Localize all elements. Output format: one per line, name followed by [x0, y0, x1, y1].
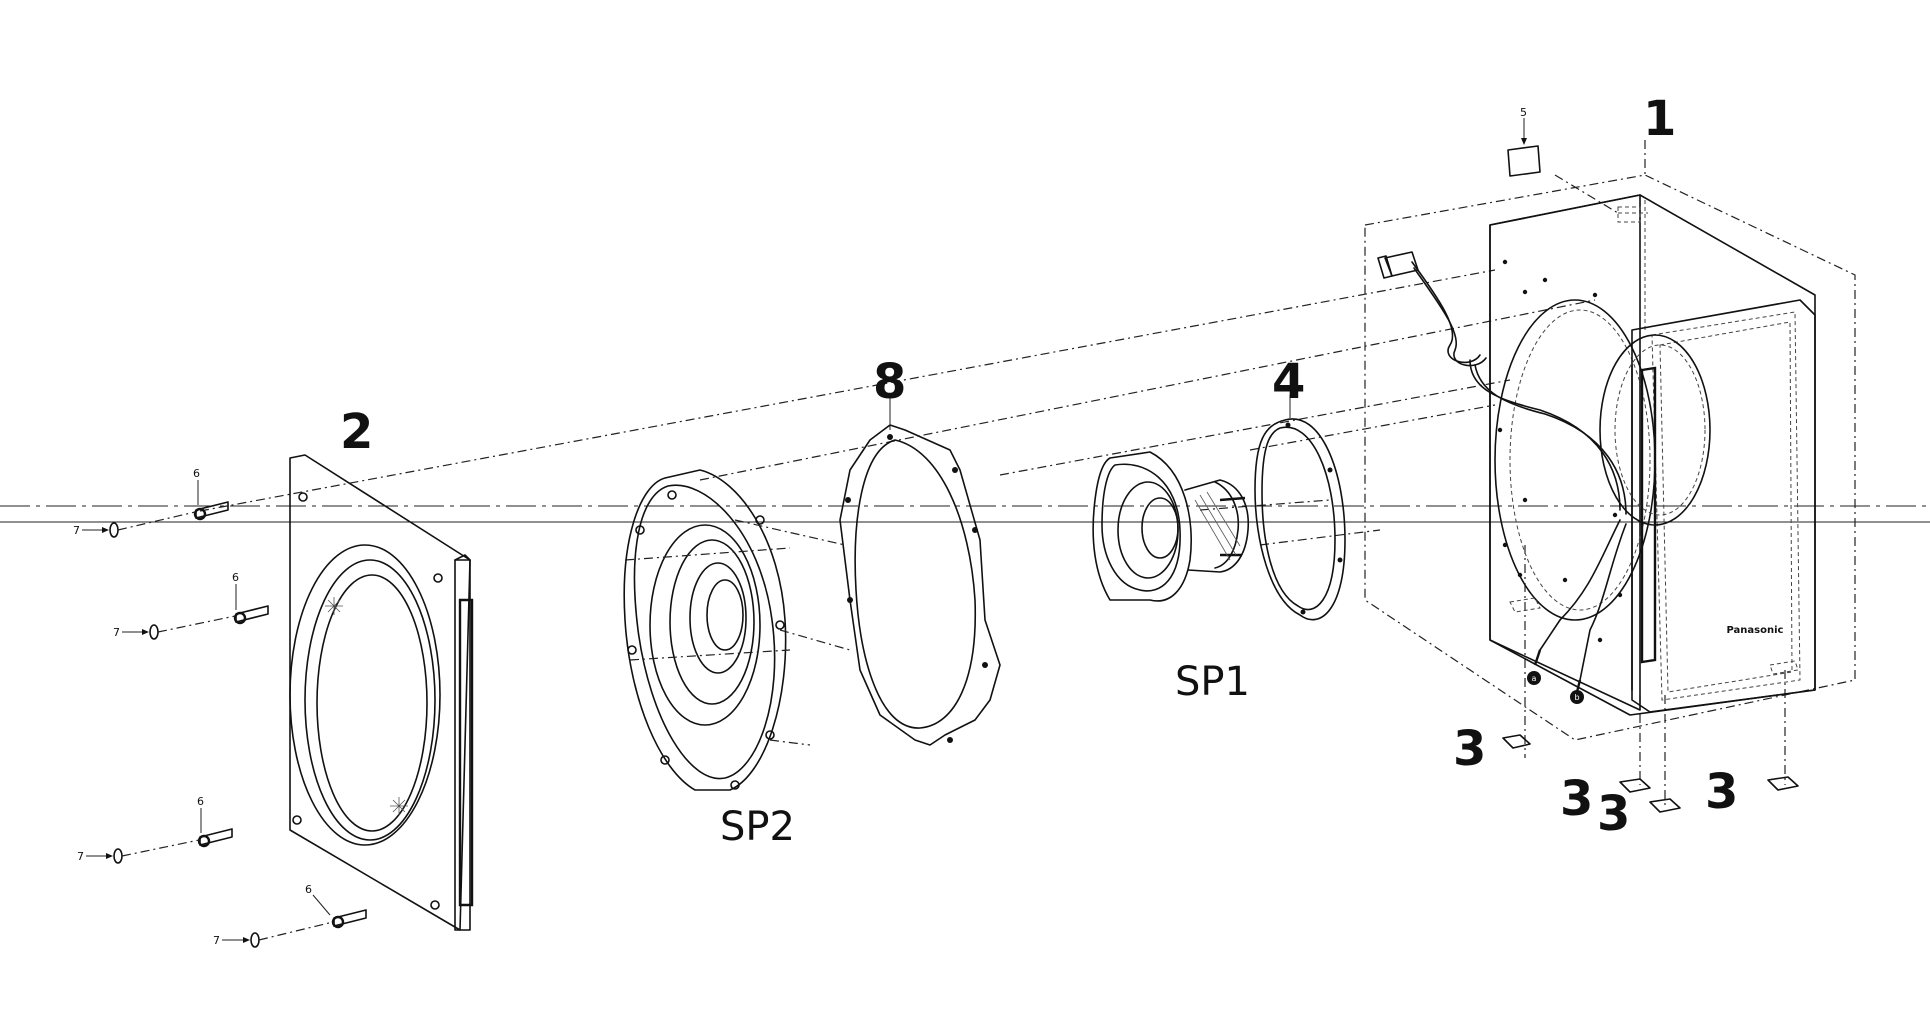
callout-washer-2: 7: [113, 626, 120, 639]
cabinet-screw-holes: [1497, 259, 1623, 643]
terminal-b-marker: [1570, 690, 1584, 704]
callout-labels: 1 2 3 3 3 3 4 5 6 6 6 6 7 7 7 7 8 SP2 SP…: [73, 91, 1738, 947]
alignment-lines: [199, 140, 1786, 805]
callout-front-panel: 2: [340, 404, 373, 460]
callout-woofer: SP2: [720, 804, 795, 850]
panel-grille-marks: [325, 597, 408, 815]
label-sticker: [1507, 118, 1541, 177]
callout-screw-3: 6: [197, 795, 204, 808]
callout-screw-1: 6: [193, 467, 200, 480]
fasteners: [82, 480, 367, 948]
callout-washer-3: 7: [77, 850, 84, 863]
callout-midrange: SP1: [1175, 659, 1250, 705]
midrange-gasket: [1254, 395, 1346, 621]
front-panel: [289, 454, 474, 931]
callout-screw-4: 6: [305, 883, 312, 896]
callout-foot-b: 3: [1560, 771, 1593, 827]
terminal-b-label: b: [1574, 693, 1579, 702]
callout-washer-1: 7: [73, 524, 80, 537]
callout-foot-a: 3: [1453, 721, 1486, 777]
callout-foot-d: 3: [1705, 764, 1738, 820]
callout-cabinet: 1: [1643, 91, 1676, 147]
callout-woofer-gasket: 8: [873, 354, 906, 410]
woofer-driver: [623, 469, 851, 791]
terminal-a-marker: [1527, 671, 1541, 685]
callout-washer-4: 7: [213, 934, 220, 947]
callout-label: 5: [1520, 106, 1527, 119]
callout-foot-c: 3: [1597, 786, 1630, 842]
speaker-cabinet: a b Panasonic: [1364, 174, 1856, 741]
callout-midrange-gasket: 4: [1272, 354, 1305, 410]
brand-plate: Panasonic: [1727, 625, 1784, 636]
woofer-gasket: [839, 398, 1001, 746]
terminal-a-label: a: [1532, 674, 1537, 683]
wire-harness: [1377, 251, 1627, 693]
assembly-axis-lines: [0, 505, 1930, 523]
rubber-feet: [1502, 734, 1799, 813]
midrange-driver: [1092, 451, 1250, 602]
callout-screw-2: 6: [232, 571, 239, 584]
